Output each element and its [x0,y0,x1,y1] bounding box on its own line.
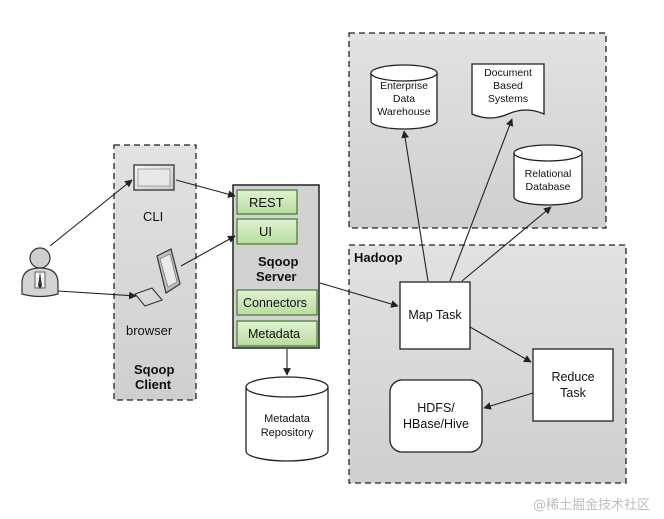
sqoop-client-title-line2: Client [135,377,172,392]
user-icon [21,247,59,298]
reduce-task-line1: Reduce [551,370,594,384]
reduce-task-line2: Task [560,386,586,400]
arrow-reduce-to-hdfs [483,392,534,410]
sqoop-client-title-line1: Sqoop [134,362,174,377]
arrow-user-to-browser [57,290,137,300]
ui-box [236,218,298,245]
cli-monitor-icon [133,164,175,191]
hdfs-box [389,379,483,453]
map-task-label: Map Task [408,308,462,322]
relational-line2: Database [526,181,571,193]
enterprise-data-warehouse-cylinder [370,64,438,130]
browser-computer-icon [134,248,181,307]
hdfs-line1: HDFS/ [417,401,455,415]
cli-label: CLI [143,209,163,224]
enterprise-line2: Data [393,93,415,105]
relational-database-cylinder [513,144,583,206]
ui-label: UI [259,224,272,239]
rest-box [236,189,298,215]
relational-line1: Relational [525,168,572,180]
metadata-label: Metadata [248,327,300,341]
hadoop-title: Hadoop [354,250,402,265]
sqoop-server-title-line2: Server [256,269,296,284]
connectors-box [236,289,318,316]
hdfs-line2: HBase/Hive [403,417,469,431]
arrow-map-to-document [449,118,514,282]
arrow-cli-to-rest [175,179,236,198]
metadata-repository-cylinder [245,376,329,462]
arrow-browser-to-ui [180,235,236,267]
document-based-systems-shape [471,63,545,119]
metadata-box [236,320,318,347]
browser-label: browser [126,323,173,338]
arrow-server-to-map-task [319,282,399,308]
map-task-box [399,281,471,350]
enterprise-line3: Warehouse [377,106,430,118]
arrow-map-to-enterprise [401,130,429,282]
metadata-repository-line2: Repository [261,427,314,439]
enterprise-line1: Enterprise [380,80,428,92]
document-line1: Document [484,67,532,79]
sqoop-server-title-line1: Sqoop [258,254,298,269]
reduce-task-box [532,348,614,422]
arrow-map-to-relational [461,206,552,282]
rest-label: REST [249,195,284,210]
watermark: @稀土掘金技术社区 [532,498,650,513]
connectors-label: Connectors [243,296,307,310]
document-line3: Systems [488,93,528,105]
metadata-repository-line1: Metadata [264,413,311,425]
arrow-user-to-cli [49,179,133,247]
document-line2: Based [493,80,523,92]
arrow-map-to-reduce [469,326,532,363]
